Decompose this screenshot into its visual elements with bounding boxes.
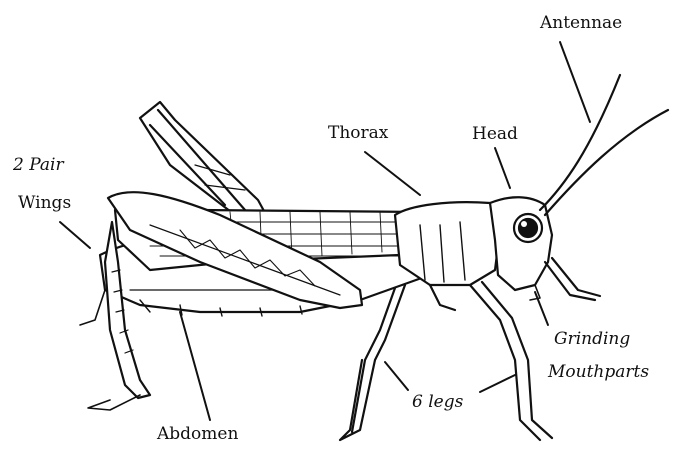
legs-leader-left xyxy=(385,362,408,390)
label-thorax: Thorax xyxy=(328,123,388,143)
label-wings-line1: 2 Pair xyxy=(13,155,64,175)
antennae-shape xyxy=(540,75,668,215)
label-abdomen: Abdomen xyxy=(157,424,238,444)
label-wings-line2: Wings xyxy=(18,193,71,213)
legs-leader-right xyxy=(480,375,515,392)
thorax-leader xyxy=(365,152,420,195)
mouthparts-leader xyxy=(535,292,548,325)
label-antennae: Antennae xyxy=(540,13,622,33)
abdomen-leader xyxy=(180,312,210,420)
head-leader xyxy=(495,148,510,188)
label-mouthparts-line1: Grinding xyxy=(554,329,630,349)
thorax-shape xyxy=(395,202,500,285)
label-mouthparts-line2: Mouthparts xyxy=(548,362,649,382)
antennae-leader xyxy=(560,42,590,122)
label-head: Head xyxy=(472,124,518,144)
label-legs: 6 legs xyxy=(412,392,463,412)
wings-leader xyxy=(60,222,90,248)
head-shape xyxy=(490,197,552,300)
